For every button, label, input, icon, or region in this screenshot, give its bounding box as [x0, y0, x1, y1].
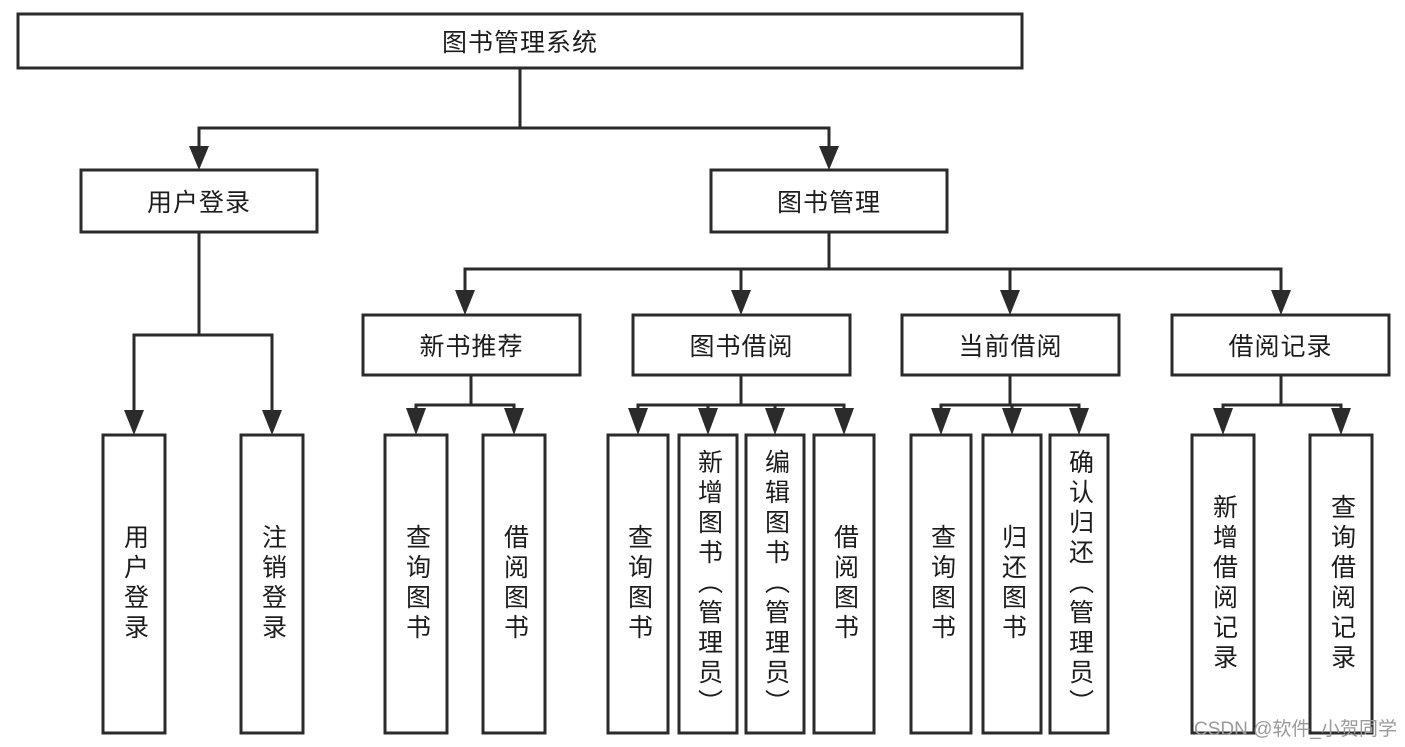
- leaf-confirm-return-admin-box[interactable]: [1048, 433, 1110, 735]
- arrow-to-leaf-add-book-admin: [698, 408, 718, 435]
- leaf-return-book-box[interactable]: [981, 433, 1043, 735]
- leaf-borrow-book-1-box[interactable]: [481, 433, 547, 735]
- arrow-to-leaf-borrow-book-1: [504, 408, 524, 435]
- arrow-to-leaf-user-login: [124, 410, 144, 435]
- node-book-borrow-box[interactable]: [631, 313, 852, 377]
- leaf-add-borrow-record-box[interactable]: [1190, 433, 1256, 735]
- leaf-query-book-1-box[interactable]: [383, 433, 449, 735]
- node-new-book-recommend-box[interactable]: [361, 313, 582, 377]
- node-user-login-box[interactable]: [79, 168, 319, 234]
- arrow-to-leaf-edit-book-admin: [765, 408, 785, 435]
- arrow-to-leaf-query-borrow-record: [1331, 408, 1351, 435]
- arrow-to-leaf-query-book-3: [931, 408, 951, 435]
- leaf-edit-book-admin-box[interactable]: [744, 433, 806, 735]
- leaf-user-login-box[interactable]: [101, 433, 167, 735]
- arrow-to-leaf-add-borrow-record: [1213, 408, 1233, 435]
- leaf-logout-box[interactable]: [239, 433, 305, 735]
- arrow-to-leaf-logout: [262, 410, 282, 435]
- node-current-borrow-box[interactable]: [900, 313, 1121, 377]
- node-borrow-record-box[interactable]: [1170, 313, 1391, 377]
- arrow-root-to-book-manage: [819, 146, 839, 170]
- arrow-to-leaf-return-book: [1002, 408, 1022, 435]
- leaf-borrow-book-2-box[interactable]: [812, 433, 876, 735]
- arrow-to-current-borrow: [1000, 290, 1020, 315]
- leaf-query-borrow-record-box[interactable]: [1308, 433, 1374, 735]
- arrow-to-borrow-record: [1271, 290, 1291, 315]
- node-root-box[interactable]: [16, 12, 1024, 70]
- arrow-to-new-book-recommend: [455, 290, 475, 315]
- arrow-to-leaf-confirm-return-admin: [1069, 408, 1089, 435]
- node-book-manage-box[interactable]: [709, 168, 949, 234]
- arrow-to-book-borrow: [731, 290, 751, 315]
- arrow-root-to-user-login: [189, 146, 209, 170]
- leaf-query-book-3-box[interactable]: [909, 433, 973, 735]
- leaf-add-book-admin-box[interactable]: [677, 433, 739, 735]
- arrow-to-leaf-query-book-1: [406, 408, 426, 435]
- arrow-to-leaf-borrow-book-2: [834, 408, 854, 435]
- leaf-query-book-2-box[interactable]: [606, 433, 670, 735]
- arrow-to-leaf-query-book-2: [628, 408, 648, 435]
